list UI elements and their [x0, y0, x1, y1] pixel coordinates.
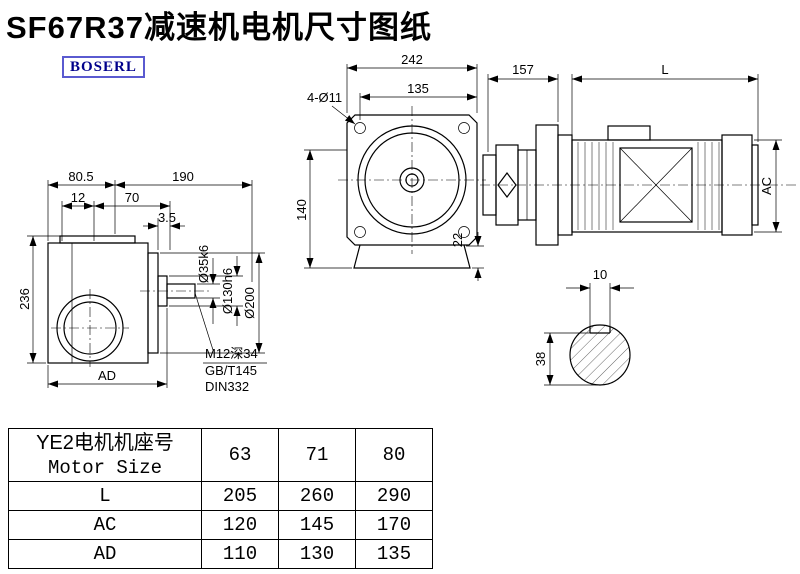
motor-body: [571, 139, 723, 233]
value-AD-80: 135: [355, 539, 433, 569]
table-row-L: L 205 260 290: [8, 481, 433, 511]
terminal-box: [607, 125, 651, 141]
value-L-63: 205: [201, 481, 279, 511]
dim-38: 38: [533, 352, 548, 366]
dim-AD: AD: [98, 368, 116, 383]
dim-70: 70: [125, 190, 139, 205]
motor-assembly-outline: [480, 124, 796, 246]
shaft-circle: [569, 324, 631, 386]
bolt-hole: [458, 122, 470, 134]
motor-view-dimensions: 157 L AC: [487, 62, 782, 233]
shaft-dimensions: 10 38: [533, 267, 634, 386]
dim-d130h6: Ø130h6: [220, 268, 235, 314]
dim-d35k6: Ø35k6: [196, 245, 211, 283]
dim-135: 135: [407, 81, 429, 96]
value-AC-71: 145: [278, 510, 356, 540]
shaft-section-drawing: 10 38: [533, 267, 634, 386]
dim-190: 190: [172, 169, 194, 184]
motor-size-71: 71: [278, 428, 356, 482]
dim-L: L: [661, 62, 668, 77]
front-view-drawing: 242 135 4-Ø11 140 22: [294, 52, 486, 281]
note-din332: DIN332: [205, 379, 249, 394]
dim-22: 22: [450, 233, 465, 247]
cooling-fins: [577, 142, 720, 230]
bolt-hole: [354, 226, 366, 238]
note-m12: M12深34: [205, 346, 258, 361]
row-label-AC: AC: [8, 510, 202, 540]
dim-12: 12: [71, 190, 85, 205]
dim-157: 157: [512, 62, 534, 77]
motor-size-header-cell: YE2电机机座号 Motor Size: [8, 428, 202, 482]
motor-size-63: 63: [201, 428, 279, 482]
logo: BOSERL: [62, 56, 145, 78]
table-row-AC: AC 120 145 170: [8, 510, 433, 540]
gearbox-outline: [47, 235, 210, 367]
page-title: SF67R37减速机电机尺寸图纸: [6, 10, 432, 45]
motor-size-80: 80: [355, 428, 433, 482]
row-label-AD: AD: [8, 539, 202, 569]
motor-size-label-en: Motor Size: [47, 457, 163, 479]
flange-outline: [338, 106, 486, 269]
value-L-80: 290: [355, 481, 433, 511]
side-view-drawing: 80.5 190 12 70 3.5 236 AD Ø: [17, 169, 267, 394]
dim-d200: Ø200: [242, 287, 257, 319]
dim-AC: AC: [759, 177, 774, 195]
dim-140: 140: [294, 199, 309, 221]
dim-4xO11: 4-Ø11: [307, 90, 342, 105]
size-table: YE2电机机座号 Motor Size 63 71 80 L 205 260 2…: [8, 428, 433, 569]
motor-view-drawing: 157 L AC: [480, 62, 796, 246]
side-view-dimensions: 80.5 190 12 70 3.5 236 AD Ø: [17, 169, 265, 388]
center-hole-note: M12深34 GB/T145 DIN332: [194, 292, 267, 394]
note-gbt145: GB/T145: [205, 363, 257, 378]
dim-242: 242: [401, 52, 423, 67]
value-AC-80: 170: [355, 510, 433, 540]
value-AD-63: 110: [201, 539, 279, 569]
value-AD-71: 130: [278, 539, 356, 569]
dim-236: 236: [17, 288, 32, 310]
bolt-hole: [354, 122, 366, 134]
table-header-row: YE2电机机座号 Motor Size 63 71 80: [8, 428, 433, 482]
front-view-dimensions: 242 135 4-Ø11 140 22: [294, 52, 484, 281]
logo-text: BOSERL: [70, 59, 137, 75]
row-label-L: L: [8, 481, 202, 511]
value-L-71: 260: [278, 481, 356, 511]
dim-80-5: 80.5: [68, 169, 93, 184]
table-row-AD: AD 110 130 135: [8, 539, 433, 569]
motor-size-label-cn: YE2电机机座号: [36, 432, 174, 454]
bolt-hole: [458, 226, 470, 238]
value-AC-63: 120: [201, 510, 279, 540]
coupling-diamond: [497, 172, 517, 198]
dim-10: 10: [593, 267, 607, 282]
shaft-section: [569, 324, 631, 386]
dim-3-5: 3.5: [158, 210, 176, 225]
